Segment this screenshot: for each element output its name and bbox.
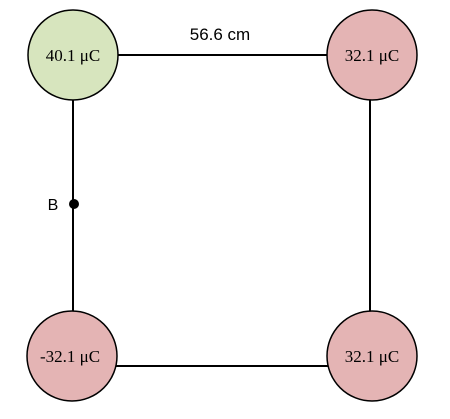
charge-bottom-left-label: -32.1 μC [40, 347, 100, 366]
charge-top-right-label: 32.1 μC [345, 46, 399, 65]
charge-top-right: 32.1 μC [326, 9, 418, 101]
charge-top-left: 40.1 μC [27, 9, 119, 101]
charge-top-left-circle [27, 9, 119, 101]
charge-bottom-right-label: 32.1 μC [345, 347, 399, 366]
charge-bottom-left-circle [26, 310, 118, 402]
charge-top-right-circle [326, 9, 418, 101]
point-b-dot [69, 199, 79, 209]
charge-bottom-left: -32.1 μC [26, 310, 118, 402]
charge-bottom-right: 32.1 μC [326, 310, 418, 402]
charge-top-left-label: 40.1 μC [46, 46, 100, 65]
charge-bottom-right-circle [326, 310, 418, 402]
side-length-label: 56.6 cm [190, 25, 250, 44]
point-b-label: B [48, 197, 59, 214]
